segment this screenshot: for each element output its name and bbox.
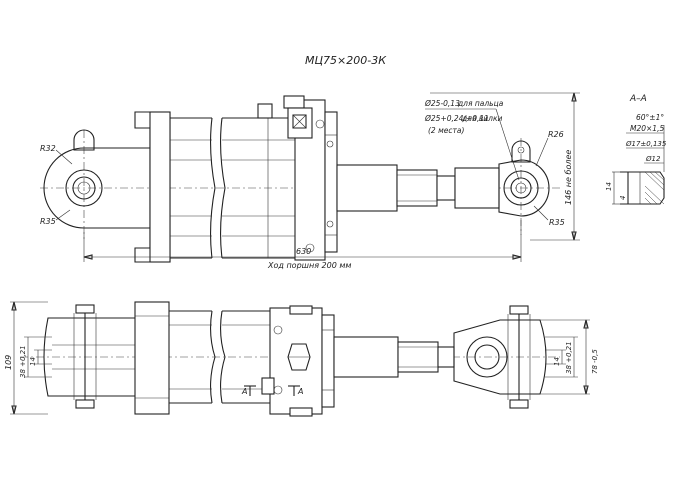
dim-fork-places: (2 места) <box>428 126 464 135</box>
section-angle: 60°±1° <box>636 113 664 122</box>
side-view: A A 109 38 +0,21 14 <box>4 301 599 417</box>
drawing-title: МЦ75×200-3К <box>305 54 387 67</box>
top-view: 630 Ход поршня 200 мм 146 не более R32 R… <box>40 92 580 270</box>
dim-stroke: Ход поршня 200 мм <box>267 261 351 270</box>
dim-pin-label: для пальца <box>457 99 504 108</box>
dim-side-14-right: 14 <box>553 357 561 366</box>
dim-side-38-left: 38 +0,21 <box>19 345 27 378</box>
section-dim-4: 4 <box>619 196 627 200</box>
section-title: А–А <box>629 94 647 104</box>
dim-r26: R26 <box>548 130 564 139</box>
dim-146: 146 не более <box>564 150 573 205</box>
cut-mark-left: A <box>241 387 247 396</box>
dim-side-78: 78 -0,5 <box>591 349 599 374</box>
section-a-a: А–А 60°±1° M20×1,5 Ø17±0,135 Ø12 14 4 <box>605 94 667 205</box>
dim-side-38-right: 38 +0,21 <box>565 341 573 374</box>
section-dim-14: 14 <box>605 182 613 191</box>
section-thread: M20×1,5 <box>630 124 664 133</box>
dim-pin-dia: Ø25-0,13 <box>424 99 460 108</box>
dim-r35-right: R35 <box>549 218 565 227</box>
section-inner: Ø12 <box>645 155 661 163</box>
dim-630: 630 <box>296 247 311 256</box>
section-bore: Ø17±0,135 <box>625 140 667 148</box>
cut-mark-right: A <box>297 387 303 396</box>
dim-side-109: 109 <box>4 355 13 370</box>
dim-r35-left: R35 <box>40 217 56 226</box>
dim-fork-dia: Ø25+0,24/+0,11 <box>424 114 489 123</box>
dim-r32: R32 <box>40 144 56 153</box>
dim-fork-label: для вилки <box>461 114 502 123</box>
dim-side-14-left: 14 <box>29 357 37 366</box>
